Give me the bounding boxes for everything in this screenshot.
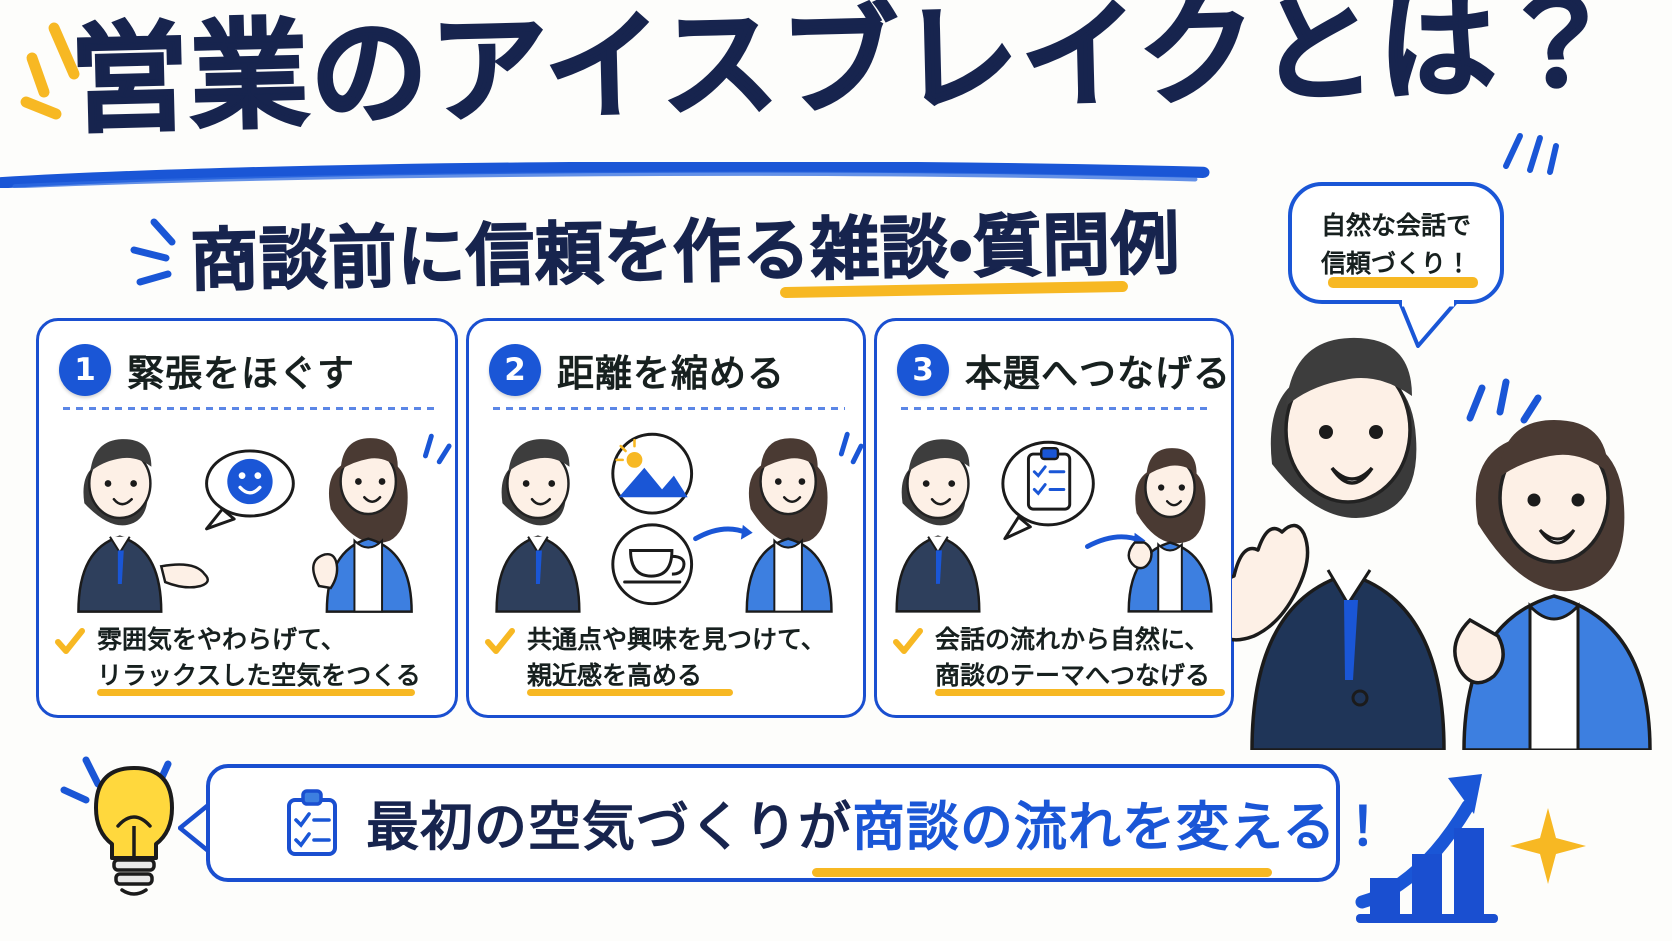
check-icon [893,628,923,654]
card-3-caption-line-1: 会話の流れから自然に、 [935,625,1210,654]
card-2-illustration [495,431,863,613]
speech-bubble: 自然な会話で 信頼づくり！ [1288,182,1504,304]
card-1-header: 1 緊張をほぐす [59,343,355,397]
lightbulb-icon [60,756,174,896]
card-3-illustration [895,439,1213,613]
card-2-caption-line-1: 共通点や興味を見つけて、 [527,625,826,654]
card-3-title: 本題へつなげる [965,352,1231,395]
landscape-icon [611,432,694,515]
card-2-divider [493,407,845,410]
card-3-caption-lines: 会話の流れから自然に、 商談のテーマへつなげる [935,622,1225,696]
check-icon [485,628,515,654]
card-step-3[interactable]: 3 本題へつなげる [874,318,1234,718]
banner-text-accent: 商談の流れを変える！ [852,797,1391,858]
card-1-illustration [77,433,452,613]
banner-tail [178,800,214,856]
card-1-caption-highlight [97,689,415,696]
subtitle-block: 商談前に信頼を作る雑談・質問例 [189,196,1250,302]
card-1-caption-lines: 雰囲気をやわらげて、 リラックスした空気をつくる [97,622,421,696]
card-2-caption: 共通点や興味を見つけて、 親近感を高める [485,622,826,696]
sparkle-icon [1510,808,1586,884]
card-2-title: 距離を縮める [557,352,785,395]
man-figure [895,439,981,613]
banner-text: 最初の空気づくりが商談の流れを変える！ [366,785,1390,861]
card-1-caption-line-1: 雰囲気をやわらげて、 [97,625,346,654]
card-2-caption-lines: 共通点や興味を見つけて、 親近感を高める [527,622,826,696]
card-step-1[interactable]: 1 緊張をほぐす [36,318,458,718]
clipboard-checklist-icon [1001,440,1095,541]
smile-face-speech-bubble-icon [205,449,295,531]
woman-figure [1127,448,1213,613]
bubble-line-2: 信頼づくり！ [1320,249,1471,278]
card-3-number-badge: 3 [897,344,949,396]
card-step-2[interactable]: 2 距離を縮める [466,318,866,718]
bubble-highlight [1328,277,1478,288]
woman-figure [312,438,413,613]
card-3-divider [901,407,1213,410]
banner-highlight [812,868,1272,877]
title-block: 営業のアイスブレイクとは？ [67,0,1621,166]
coffee-cup-icon [611,523,694,606]
banner-text-plain: 最初の空気づくりが [366,797,852,858]
right-sparkle-icon [1466,378,1542,424]
subtitle-spark-icon [130,218,176,286]
title-spark-icon [20,22,80,120]
bubble-tail [1398,300,1458,348]
card-1-number-badge: 1 [59,344,111,396]
clipboard-checklist-icon [287,789,337,856]
title-underline [0,162,1210,188]
card-3-header: 3 本題へつなげる [897,343,1231,397]
card-2-caption-line-2: 親近感を高める [527,660,703,690]
growth-bar-chart-arrow-icon [1355,774,1586,923]
presenter-man [1232,337,1446,750]
card-1-title: 緊張をほぐす [127,352,355,395]
check-icon [55,628,85,654]
card-2-header: 2 距離を縮める [489,343,785,397]
bubble-line-1: 自然な会話で [1320,211,1471,240]
card-1-caption-line-2: リラックスした空気をつくる [97,660,421,690]
card-2-caption-highlight [527,689,733,696]
card-1-divider [63,407,437,410]
card-1-sparkle-icon [422,433,452,465]
card-2-sparkle-icon [838,431,863,465]
man-figure [495,439,581,613]
man-figure [77,439,209,613]
presenter-woman [1453,420,1652,750]
woman-figure [745,438,833,613]
card-3-caption-line-2: 商談のテーマへつなげる [935,660,1211,690]
page-title: 営業のアイスブレイクとは？ [67,0,1621,150]
card-3-caption-highlight [935,689,1225,696]
card-3-caption: 会話の流れから自然に、 商談のテーマへつなげる [893,622,1225,696]
presenter-pair-illustration [1232,337,1652,750]
bubble-spark-icon [1503,133,1559,175]
bottom-banner: 最初の空気づくりが商談の流れを変える！ [206,764,1389,882]
card-2-number-badge: 2 [489,344,541,396]
card-1-caption: 雰囲気をやわらげて、 リラックスした空気をつくる [55,622,421,696]
